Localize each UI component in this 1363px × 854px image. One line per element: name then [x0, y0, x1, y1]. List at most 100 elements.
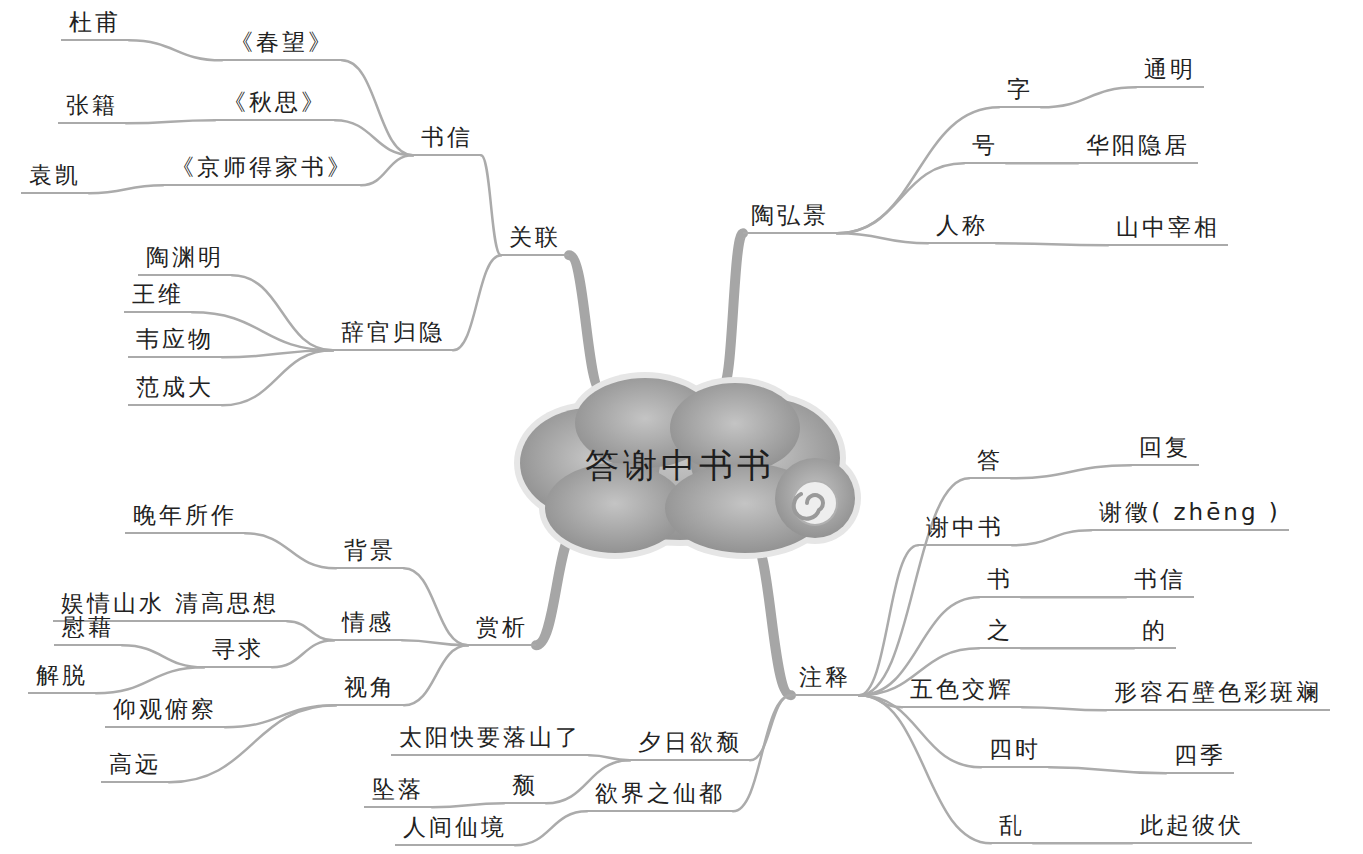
topic-text: 五色交辉: [910, 676, 1014, 704]
topic-text: 夕日欲颓: [638, 729, 742, 757]
topic-text: 杜甫: [69, 9, 121, 37]
topic-text: 人称: [936, 212, 988, 240]
sub-branch: [1041, 87, 1136, 107]
branch-topic: 五色交辉: [902, 676, 1022, 709]
sub-branch: [1012, 530, 1091, 545]
branch-topic: 陶弘景: [743, 202, 837, 235]
sub-branch: [222, 350, 333, 405]
topic-text: 坠落: [372, 776, 424, 804]
topic-text: 之: [987, 617, 1013, 645]
branch-topic: 寻求: [204, 636, 272, 669]
branch-topic: 《京师得家书》: [163, 154, 361, 187]
topic-text: 仰观俯察: [113, 696, 217, 724]
sub-branch: [1033, 842, 1132, 845]
branch-topic: 太阳快要落山了: [391, 724, 589, 757]
topic-text: 寻求: [212, 636, 264, 664]
topic-text: 山中宰相: [1116, 214, 1220, 242]
topic-text: 注释: [799, 664, 851, 692]
branch-topic: 号: [964, 132, 1006, 165]
sub-branch: [750, 695, 791, 760]
sub-branch: [89, 185, 163, 193]
topic-text: 陶弘景: [751, 202, 829, 230]
central-cloud: 答谢中书书: [495, 368, 865, 563]
branch-topic: 欲界之仙都: [587, 780, 733, 813]
sub-branch: [245, 533, 336, 568]
branch-topic: 情感: [334, 609, 402, 642]
branch-topic: 注释: [791, 664, 859, 697]
sub-branch: [515, 811, 587, 845]
branch-topic: 字: [999, 76, 1041, 109]
sub-branch: [481, 155, 501, 255]
topic-text: 高远: [109, 751, 161, 779]
topic-text: 《秋思》: [223, 89, 327, 117]
sub-branch: [1021, 647, 1134, 650]
sub-branch: [1006, 162, 1078, 165]
branch-topic: 四季: [1166, 742, 1234, 775]
topic-text: 华阳隐居: [1086, 132, 1190, 160]
sub-branch: [404, 568, 468, 645]
topic-text: 关联: [509, 224, 561, 252]
topic-text: 书: [987, 566, 1013, 594]
topic-text: 书信: [421, 124, 473, 152]
sub-branch: [996, 243, 1108, 245]
topic-text: 解脱: [36, 662, 88, 690]
sub-branch: [859, 478, 969, 695]
topic-text: 书信: [1134, 566, 1186, 594]
branch-topic: 人间仙境: [395, 814, 515, 847]
branch-topic: 杜甫: [61, 9, 129, 42]
sub-branch: [361, 155, 413, 185]
branch-topic: 夕日欲颓: [630, 729, 750, 762]
topic-text: 辞官归隐: [341, 319, 445, 347]
topic-text: 陶渊明: [146, 244, 224, 272]
sub-branch: [859, 545, 918, 695]
branch-topic: 关联: [501, 224, 569, 257]
topic-text: 背景: [344, 537, 396, 565]
topic-text: 颓: [512, 772, 538, 800]
topic-text: 回复: [1139, 434, 1191, 462]
main-branch: [723, 233, 743, 386]
topic-text: 范成大: [136, 374, 214, 402]
topic-text: 形容石壁色彩斑斓: [1114, 679, 1322, 707]
branch-topic: 晚年所作: [125, 502, 245, 535]
topic-text: 通明: [1144, 56, 1196, 84]
branch-topic: 之: [979, 617, 1021, 650]
branch-topic: 回复: [1131, 434, 1199, 467]
sub-branch: [402, 640, 468, 645]
topic-text: 张籍: [66, 92, 118, 120]
branch-topic: 答: [969, 447, 1011, 480]
topic-text: 谢中书: [926, 514, 1004, 542]
branch-topic: 书信: [1126, 566, 1194, 599]
branch-topic: 高远: [101, 751, 169, 784]
sub-branch: [129, 40, 222, 60]
branch-topic: 山中宰相: [1108, 214, 1228, 247]
sub-branch: [1021, 596, 1126, 599]
topic-text: 人间仙境: [403, 814, 507, 842]
branch-topic: 颓: [504, 772, 546, 805]
topic-text: 王维: [132, 281, 184, 309]
topic-text: 此起彼伏: [1140, 812, 1244, 840]
topic-text: 谢徵( zhēng ): [1099, 499, 1281, 527]
central-title: 答谢中书书: [585, 445, 775, 486]
topic-text: 袁凯: [29, 162, 81, 190]
sub-branch: [126, 120, 215, 123]
branch-topic: 此起彼伏: [1132, 812, 1252, 845]
branch-topic: 陶渊明: [138, 244, 232, 277]
branch-topic: 书信: [413, 124, 481, 157]
sub-branch: [432, 803, 504, 807]
branch-topic: 形容石壁色彩斑斓: [1106, 679, 1330, 712]
sub-branch: [96, 667, 204, 693]
branch-topic: 四时: [981, 736, 1049, 769]
topic-text: 赏析: [476, 614, 528, 642]
topic-text: 号: [972, 132, 998, 160]
sub-branch: [225, 705, 336, 727]
branch-topic: 书: [979, 566, 1021, 599]
branch-topic: 张籍: [58, 92, 126, 125]
topic-text: 欲界之仙都: [595, 780, 725, 808]
branch-topic: 通明: [1136, 56, 1204, 89]
branch-topic: 韦应物: [128, 326, 222, 359]
branch-topic: 华阳隐居: [1078, 132, 1198, 165]
main-branch: [752, 539, 791, 695]
sub-branch: [272, 640, 334, 667]
topic-text: 四时: [989, 736, 1041, 764]
